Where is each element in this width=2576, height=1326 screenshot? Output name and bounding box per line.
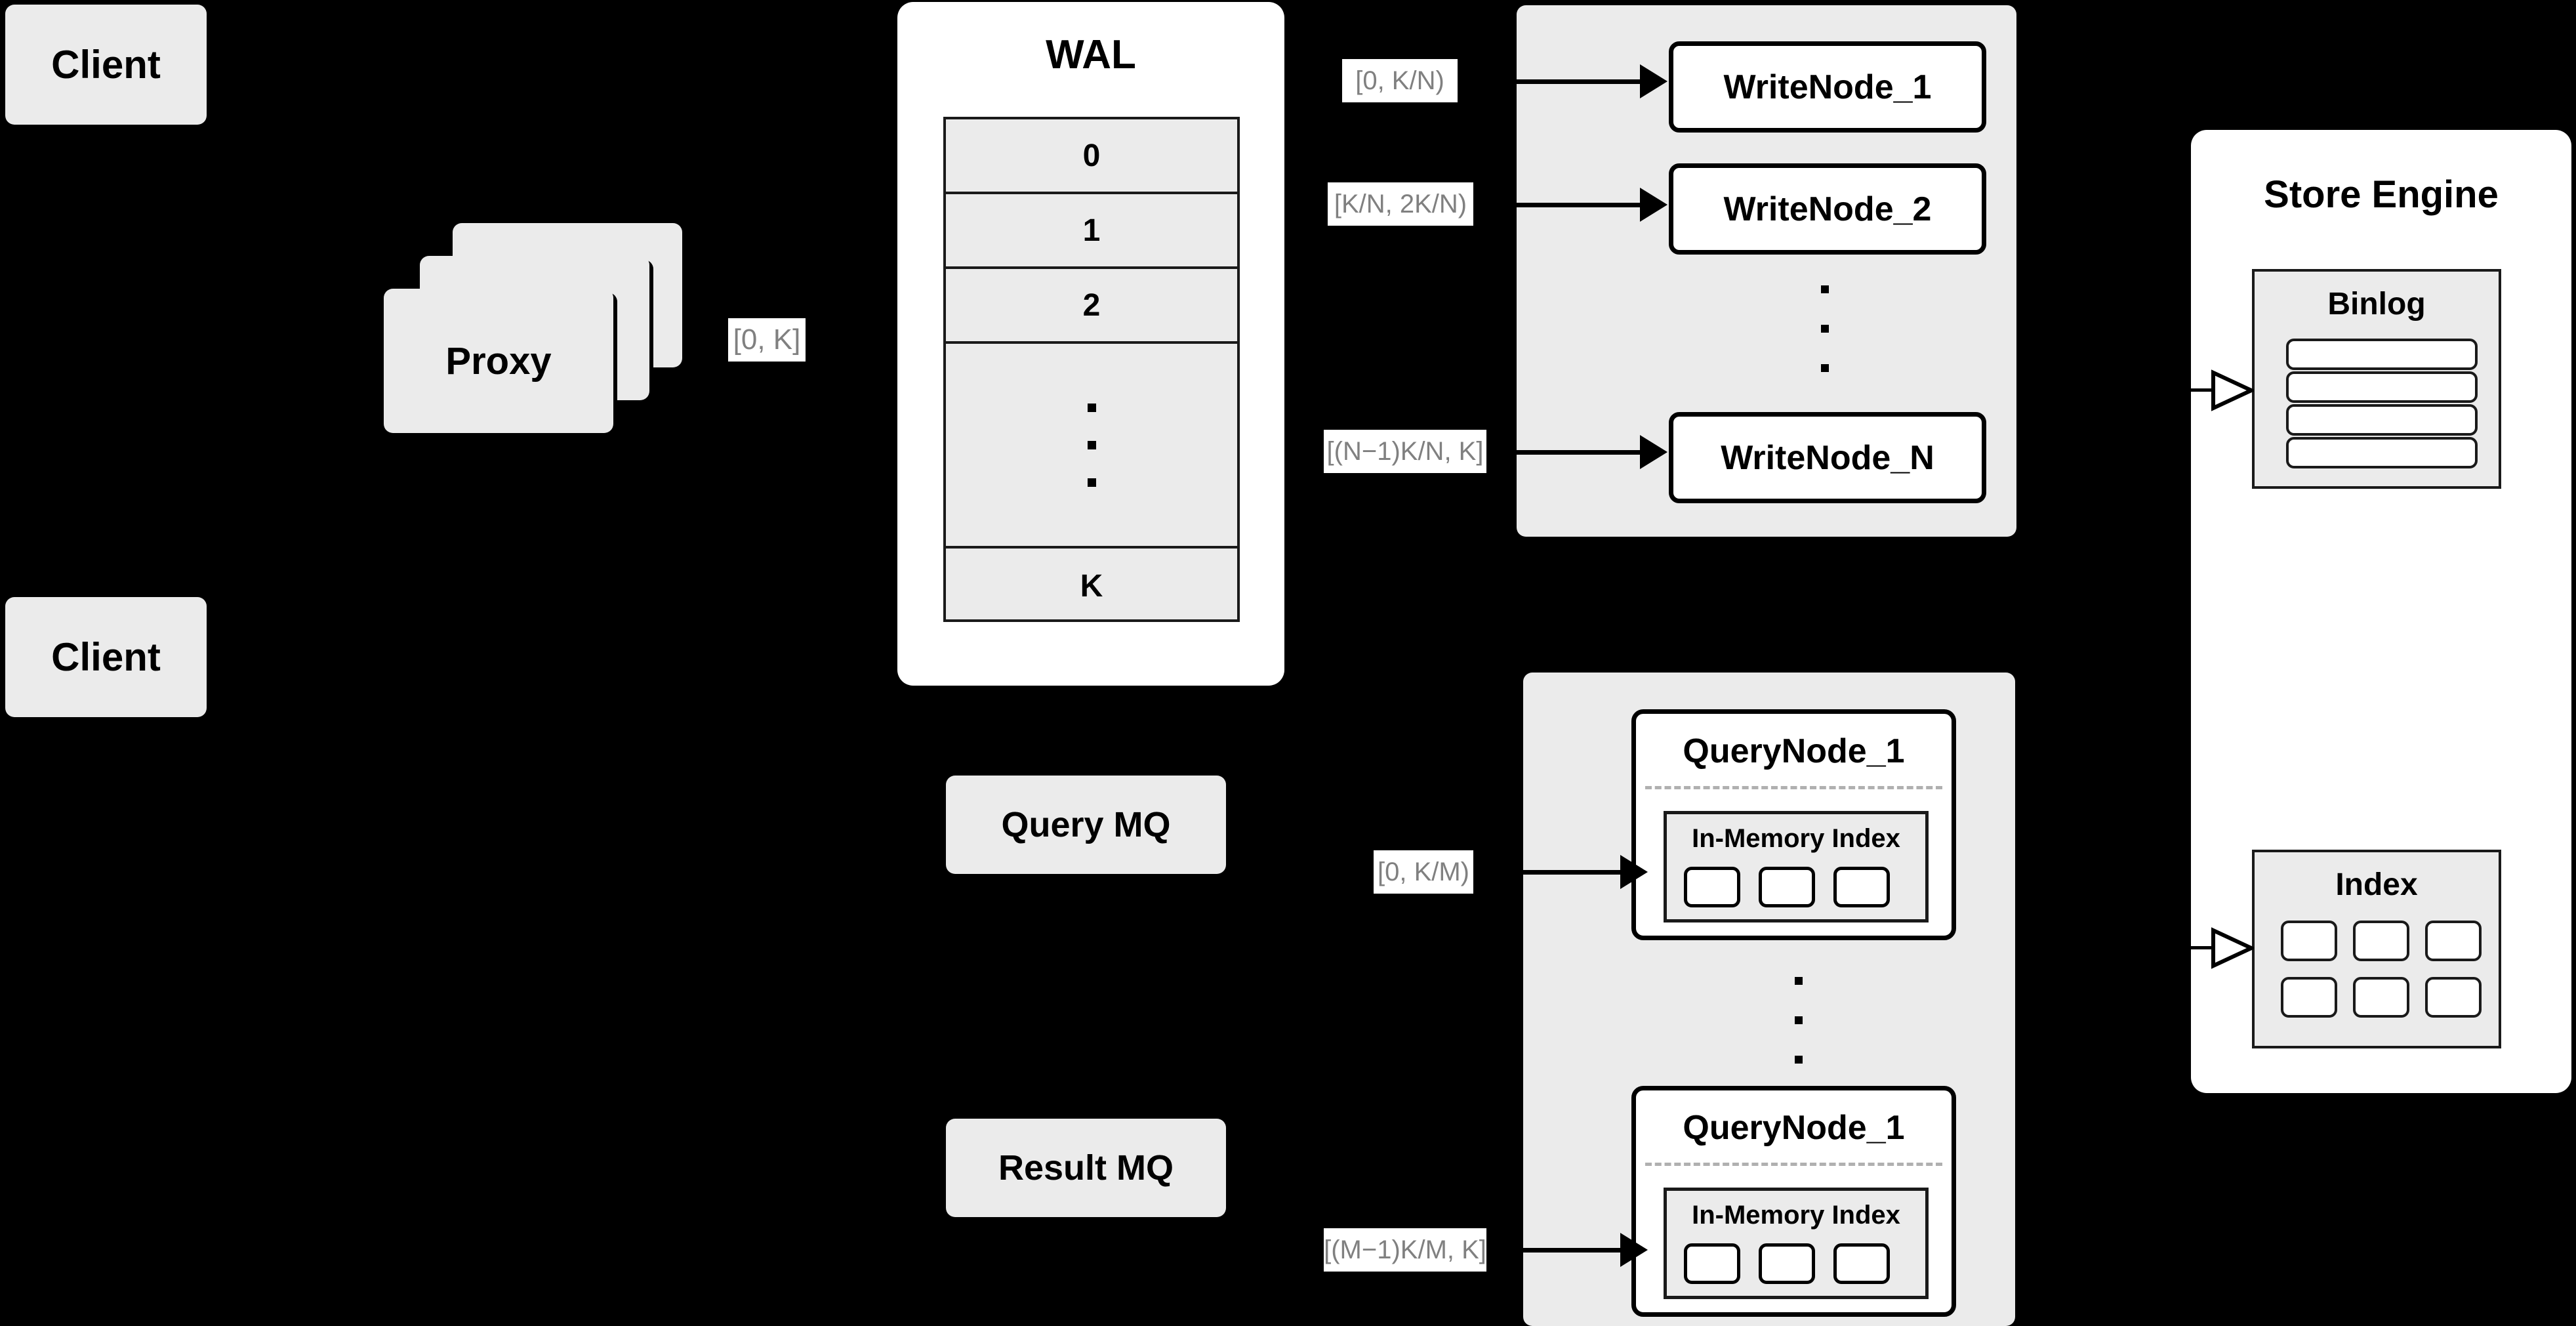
index-slot xyxy=(2281,921,2337,961)
query-node-ellipsis xyxy=(1766,961,1831,1079)
client-label-1: Client xyxy=(51,43,161,87)
arrow-line-write-n xyxy=(1497,450,1646,455)
wal-row-0[interactable]: 0 xyxy=(946,119,1237,194)
query-node-2-range-label: [(M−1)K/M, K] xyxy=(1324,1228,1486,1272)
ellipsis-dot xyxy=(1087,478,1096,487)
binlog-row xyxy=(2286,404,2478,436)
query-node-2-index-title: In-Memory Index xyxy=(1692,1200,1900,1230)
arrow-head-write-n xyxy=(1640,435,1667,469)
ellipsis-dot xyxy=(1795,1056,1803,1064)
index-slot xyxy=(2425,977,2482,1018)
query-node-1-index: In-Memory Index xyxy=(1664,811,1929,922)
binlog-panel: Binlog xyxy=(2252,269,2501,489)
wal-row-ellipsis xyxy=(946,344,1237,549)
wal-table: 0 1 2 K xyxy=(943,117,1240,622)
index-slot xyxy=(2425,921,2482,961)
index-slot xyxy=(2281,977,2337,1018)
client-label-2: Client xyxy=(51,635,161,679)
arrow-line-query-2 xyxy=(1497,1248,1627,1253)
write-node-2[interactable]: WriteNode_2 xyxy=(1669,163,1986,255)
query-node-1-divider xyxy=(1645,786,1942,789)
write-node-n[interactable]: WriteNode_N xyxy=(1669,412,1986,503)
arrow-line-binlog xyxy=(2175,388,2215,392)
proxy-label: Proxy xyxy=(445,339,552,383)
ellipsis-dot xyxy=(1795,1016,1803,1024)
client-box-2[interactable]: Client xyxy=(5,597,207,717)
client-box-1[interactable]: Client xyxy=(5,5,207,125)
ellipsis-dot xyxy=(1821,285,1829,293)
arrow-line-write-2 xyxy=(1497,203,1646,207)
binlog-row xyxy=(2286,437,2478,468)
wal-row-k[interactable]: K xyxy=(1080,568,1103,604)
index-slot xyxy=(1833,1243,1890,1284)
arrow-head-query-1 xyxy=(1620,855,1648,889)
arrow-head-index xyxy=(2211,927,2254,969)
query-node-1-title: QueryNode_1 xyxy=(1683,732,1905,770)
query-node-1-range-label: [0, K/M) xyxy=(1374,850,1473,894)
ellipsis-dot xyxy=(1821,363,1829,372)
write-node-2-label: WriteNode_2 xyxy=(1723,190,1932,228)
query-node-2-index: In-Memory Index xyxy=(1664,1188,1929,1299)
result-mq-label: Result MQ xyxy=(998,1148,1174,1188)
write-node-1[interactable]: WriteNode_1 xyxy=(1669,41,1986,133)
write-node-n-label: WriteNode_N xyxy=(1721,438,1934,477)
arrow-line-index xyxy=(2175,946,2215,949)
index-slot xyxy=(2353,921,2409,961)
query-node-cluster: QueryNode_1 In-Memory Index xyxy=(1523,673,2015,1326)
wal-row-1[interactable]: 1 xyxy=(946,194,1237,269)
wal-title: WAL xyxy=(1046,31,1136,77)
query-node-1-index-title: In-Memory Index xyxy=(1692,823,1900,853)
result-mq-box[interactable]: Result MQ xyxy=(946,1119,1226,1217)
binlog-row xyxy=(2286,371,2478,403)
write-node-ellipsis xyxy=(1792,268,1858,389)
query-mq-label: Query MQ xyxy=(1001,805,1171,844)
ellipsis-dot xyxy=(1087,403,1096,412)
query-node-1[interactable]: QueryNode_1 In-Memory Index xyxy=(1631,709,1956,940)
store-engine-panel: Store Engine Binlog Index xyxy=(2191,130,2571,1093)
arrow-head-write-2 xyxy=(1640,188,1667,222)
write-node-2-range-label: [K/N, 2K/N) xyxy=(1328,182,1473,226)
index-title: Index xyxy=(2335,867,2418,902)
ellipsis-dot xyxy=(1795,977,1803,985)
index-slot xyxy=(1759,1243,1815,1284)
arrow-head-binlog xyxy=(2211,369,2254,411)
query-mq-box[interactable]: Query MQ xyxy=(946,776,1226,874)
arrow-head-query-2 xyxy=(1620,1233,1648,1267)
arrow-head-write-1 xyxy=(1640,64,1667,98)
index-slot xyxy=(1684,1243,1740,1284)
index-slot xyxy=(2353,977,2409,1018)
query-node-2-title: QueryNode_1 xyxy=(1683,1109,1905,1147)
write-node-cluster: WriteNode_1 WriteNode_2 WriteNode_N xyxy=(1517,5,2016,537)
arrow-line-query-1 xyxy=(1497,870,1627,875)
write-node-n-range-label: [(N−1)K/N, K] xyxy=(1324,430,1486,473)
store-engine-title: Store Engine xyxy=(2264,173,2499,216)
wal-panel: WAL 0 1 2 K xyxy=(897,2,1284,686)
wal-row-2[interactable]: 2 xyxy=(946,269,1237,344)
ellipsis-dot xyxy=(1087,440,1096,449)
index-slot xyxy=(1833,867,1890,907)
ellipsis-dot xyxy=(1821,324,1829,333)
index-slot xyxy=(1684,867,1740,907)
proxy-card-front[interactable]: Proxy xyxy=(384,289,613,433)
proxy-range-label: [0, K] xyxy=(728,318,806,362)
query-node-2[interactable]: QueryNode_1 In-Memory Index xyxy=(1631,1086,1956,1317)
binlog-title: Binlog xyxy=(2327,286,2426,321)
arrow-line-write-1 xyxy=(1497,79,1646,84)
index-slot xyxy=(1759,867,1815,907)
binlog-row xyxy=(2286,339,2478,370)
write-node-1-range-label: [0, K/N) xyxy=(1342,59,1458,102)
query-node-2-divider xyxy=(1645,1163,1942,1166)
write-node-1-label: WriteNode_1 xyxy=(1723,68,1932,106)
index-panel: Index xyxy=(2252,850,2501,1048)
